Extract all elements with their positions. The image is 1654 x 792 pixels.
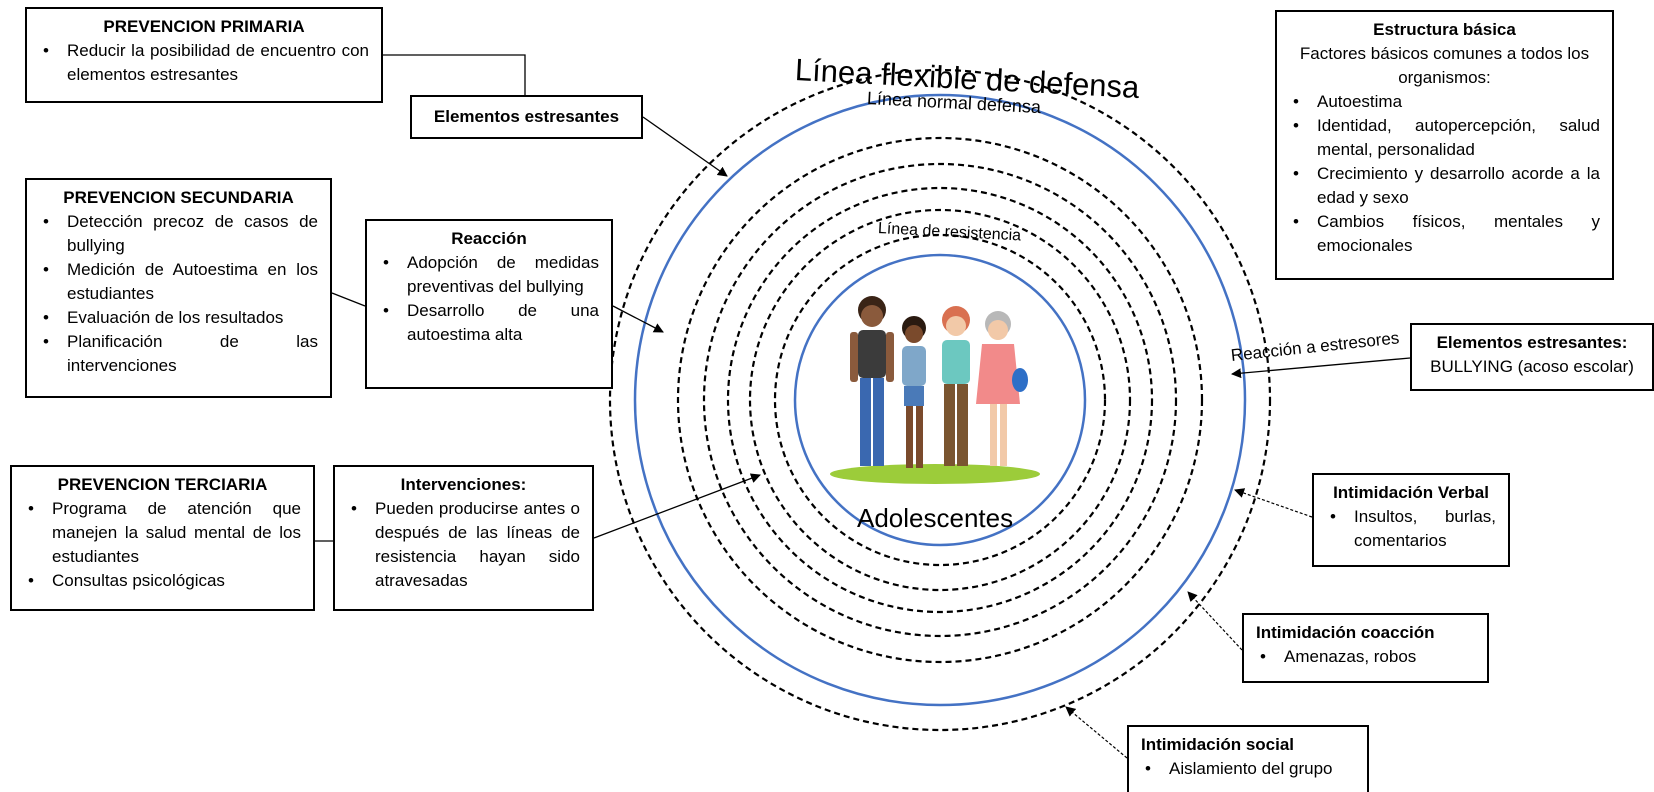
bullying-title: Elementos estresantes: [1436,333,1628,352]
estructura-item: Identidad, autopercepción, salud mental,… [1289,114,1600,162]
estructura-item: Autoestima [1289,90,1600,114]
coaccion-item: Amenazas, robos [1256,645,1475,669]
estructura-basica-title: Estructura básica [1373,20,1516,39]
secundaria-item: Detección precoz de casos de bullying [39,210,318,258]
secundaria-item: Medición de Autoestima en los estudiante… [39,258,318,306]
intimidacion-social-box: Intimidación social Aislamiento del grup… [1127,725,1369,792]
prevencion-secundaria-title: PREVENCION SECUNDARIA [63,188,294,207]
normal-defense-circle [633,93,1247,707]
arrow-intervenciones [593,473,761,539]
arrow-reaccion [612,305,664,333]
connector-primaria [383,54,526,95]
resistance-circle [793,253,1087,547]
intervenciones-item: Pueden producirse antes o después de las… [347,497,580,593]
person-boy-icon [850,296,894,466]
estructura-basica-subtitle: Factores básicos comunes a todos los org… [1299,44,1590,87]
prevencion-secundaria-box: PREVENCION SECUNDARIA Detección precoz d… [25,178,332,398]
intimidacion-social-title: Intimidación social [1141,735,1295,754]
prevencion-primaria-box: PREVENCION PRIMARIA Reducir la posibilid… [25,7,383,103]
person-girl-curly-icon [902,316,926,468]
intimidacion-coaccion-title: Intimidación coacción [1256,623,1435,642]
prevencion-terciaria-title: PREVENCION TERCIARIA [57,475,268,494]
connector-secundaria-reaccion [331,292,366,307]
reaccion-title: Reacción [451,229,527,248]
social-item: Aislamiento del grupo [1141,757,1355,781]
arrow-coaccion [1187,591,1243,651]
bullying-subtitle: BULLYING (acoso escolar) [1430,357,1634,376]
bullying-box: Elementos estresantes: BULLYING (acoso e… [1410,323,1654,391]
dashed-ring-1 [676,136,1204,664]
prevencion-terciaria-box: PREVENCION TERCIARIA Programa de atenció… [10,465,315,611]
flexible-defense-circle [608,68,1272,732]
secundaria-item: Evaluación de los resultados [39,306,318,330]
intervenciones-box: Intervenciones: Pueden producirse antes … [333,465,594,611]
estructura-basica-box: Estructura básica Factores básicos comun… [1275,10,1614,280]
intimidacion-verbal-box: Intimidación Verbal Insultos, burlas, co… [1312,473,1510,567]
center-label: Adolescentes [857,503,1014,533]
dashed-ring-4 [748,208,1132,592]
estructura-item: Cambios físicos, mentales y emocionales [1289,210,1600,258]
arrow-verbal [1234,488,1313,518]
grass-ellipse [830,464,1040,484]
reaccion-box: Reacción Adopción de medidas preventivas… [365,219,613,389]
terciaria-item: Consultas psicológicas [24,569,301,593]
secundaria-item: Planificación de las intervenciones [39,330,318,378]
dashed-ring-2 [702,162,1178,638]
person-girl-gray-hair-icon [976,311,1028,466]
primaria-item: Reducir la posibilidad de encuentro con … [39,39,369,87]
elementos-estresantes-title: Elementos estresantes [433,107,620,126]
estructura-item: Crecimiento y desarrollo acorde a la eda… [1289,162,1600,210]
dashed-ring-5 [773,233,1107,567]
verbal-item: Insultos, burlas, comentarios [1326,505,1496,553]
arrow-elementos [642,116,728,177]
elementos-estresantes-box: Elementos estresantes [410,95,643,139]
person-girl-red-hair-icon [942,306,970,466]
intervenciones-title: Intervenciones: [400,475,527,494]
dashed-ring-3 [726,186,1154,614]
terciaria-item: Programa de atención que manejen la salu… [24,497,301,569]
reaccion-item: Desarrollo de una autoestima alta [379,299,599,347]
arrow-social [1065,706,1128,759]
prevencion-primaria-title: PREVENCION PRIMARIA [103,17,305,36]
arrow-bullying [1231,357,1411,379]
intimidacion-verbal-title: Intimidación Verbal [1333,483,1489,502]
intimidacion-coaccion-box: Intimidación coacción Amenazas, robos [1242,613,1489,683]
reaccion-item: Adopción de medidas preventivas del bull… [379,251,599,299]
adolescents-illustration [830,296,1040,484]
